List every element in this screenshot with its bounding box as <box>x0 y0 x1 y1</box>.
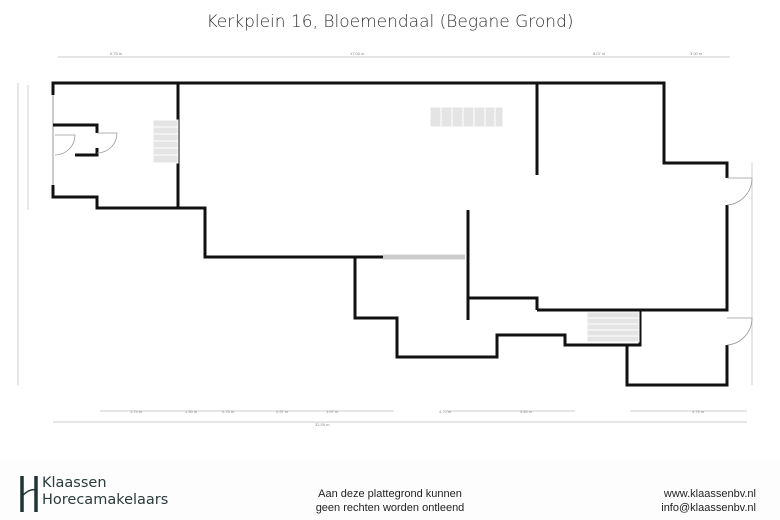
dim-top-1: 6.75 m <box>110 51 123 56</box>
door-right-upper <box>726 177 753 206</box>
disclaimer-line-2: geen rechten worden ontleend <box>315 502 465 514</box>
email-link[interactable]: info@klaassenbv.nl <box>661 502 756 514</box>
doors <box>54 132 753 346</box>
dim-bottom-8: 4.74 m <box>692 409 705 414</box>
dim-bottom-3: 2.75 m <box>222 409 235 414</box>
contact-info: www.klaassenbv.nl info@klaassenbv.nl <box>661 487 756 515</box>
dim-bottom-4: 2.97 m <box>276 409 289 414</box>
dim-bottom-5: 1.97 m <box>326 409 339 414</box>
footer <box>0 460 780 520</box>
dim-bottom-total: 32.55 m <box>315 422 330 427</box>
klaassen-logo-icon <box>20 476 38 512</box>
dim-bottom-6: 4.70 m <box>439 409 452 414</box>
left-dimension-line <box>17 83 29 385</box>
stairs-right <box>586 311 640 343</box>
stairs-left <box>152 119 179 164</box>
page-title: Kerkplein 16, Bloemendaal (Begane Grond) <box>206 12 574 32</box>
website-link[interactable]: www.klaassenbv.nl <box>663 488 756 500</box>
bottom-dimension-line <box>53 410 747 423</box>
door-closet <box>96 132 118 154</box>
disclaimer: Aan deze plattegrond kunnen geen rechten… <box>290 487 490 515</box>
stairs-top <box>429 106 504 128</box>
dim-top-2: 17.00 m <box>350 51 365 56</box>
brand-line-2: Horecamakelaars <box>42 492 169 508</box>
brand-line-1: Klaassen <box>42 475 107 491</box>
door-right-lower <box>726 317 753 346</box>
floor-plan: 6.75 m 17.00 m 8.07 m 3.00 m 1.74 m 1.30… <box>17 51 753 427</box>
dim-top-4: 3.00 m <box>690 51 703 56</box>
disclaimer-line-1: Aan deze plattegrond kunnen <box>318 488 462 500</box>
walls <box>51 81 729 387</box>
windows <box>52 83 465 260</box>
dim-bottom-1: 1.74 m <box>130 409 143 414</box>
brand-name: Klaassen Horecamakelaars <box>42 475 168 509</box>
dim-bottom-7: 3.40 m <box>520 409 533 414</box>
door-closet-2 <box>54 134 76 156</box>
dim-bottom-2: 1.30 m <box>185 409 198 414</box>
dim-top-3: 8.07 m <box>593 51 606 56</box>
